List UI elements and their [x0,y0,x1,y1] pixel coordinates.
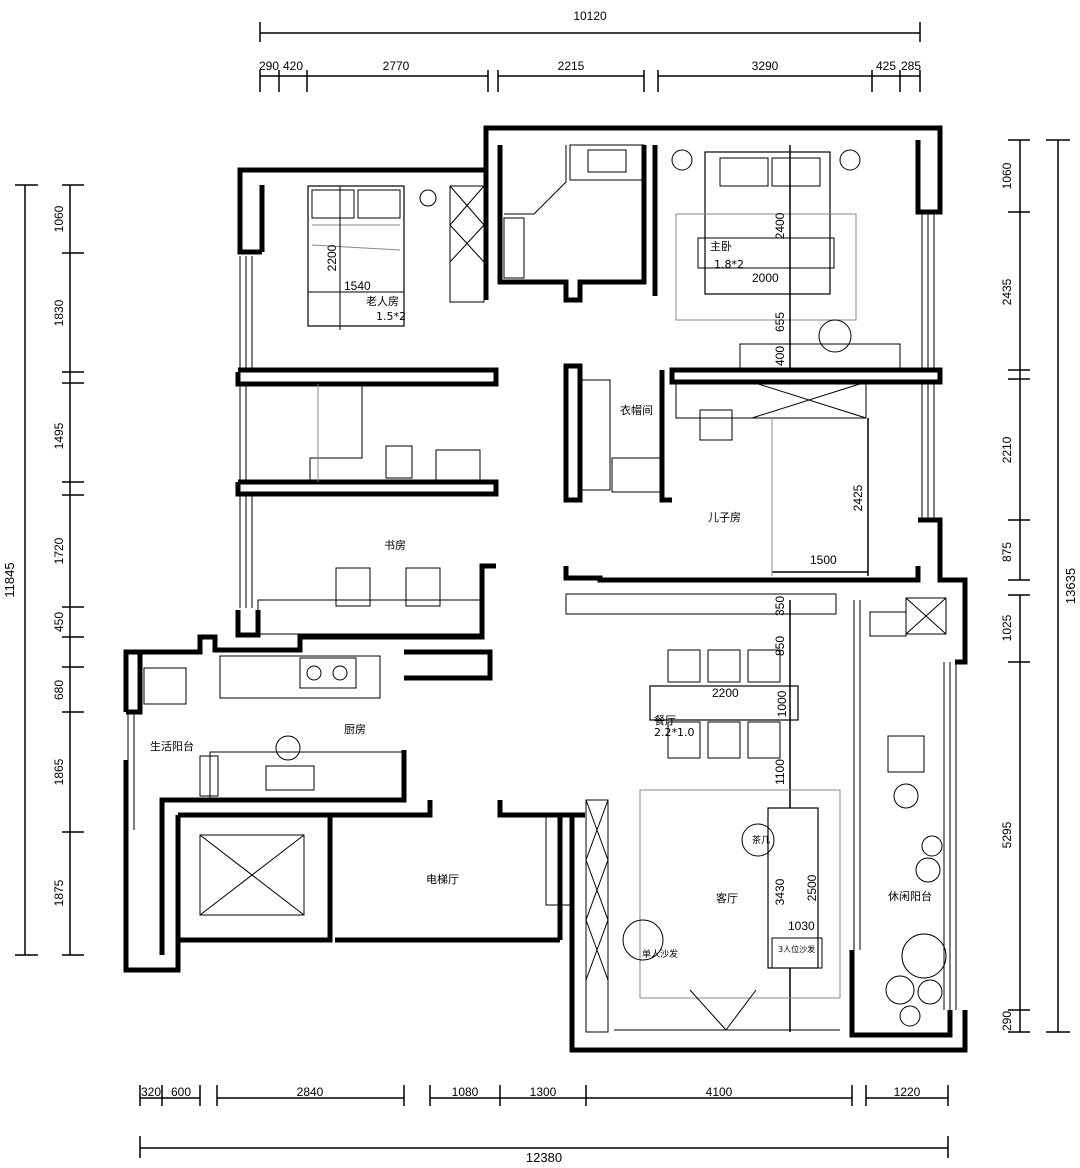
bottom-dim-5: 1300 [530,1085,557,1099]
bottom-dimensions: 320 600 2840 1080 1300 4100 1220 12380 [139,1085,949,1165]
right-dim-5: 1025 [1000,614,1014,641]
elevator-hall-label: 电梯厅 [426,873,459,886]
left-dim-7: 1865 [52,758,66,785]
bottom-dim-1: 320 [141,1085,161,1099]
dim-850: 850 [773,636,787,656]
left-dim-5: 450 [52,612,66,632]
right-dim-3: 2210 [1000,436,1014,463]
top-dim-6: 425 [876,59,896,73]
windows [127,212,957,1010]
top-dim-2: 420 [283,59,303,73]
top-dim-5: 3290 [752,59,779,73]
kitchen-label: 厨房 [344,723,366,736]
elder-bed-size: 1.5*2 [376,310,406,323]
living-label: 客厅 [716,891,738,905]
right-dim-4: 875 [1000,542,1014,562]
elder-bed-length: 2200 [325,244,339,271]
right-dim-1: 1060 [1000,162,1014,189]
master-room-label: 主卧 [710,240,732,253]
top-dim-3: 2770 [383,59,410,73]
elder-room-label: 老人房 [366,295,399,308]
bottom-total-dim: 12380 [526,1150,562,1165]
left-total-dim: 11845 [2,562,17,597]
left-dim-1: 1060 [52,205,66,232]
dining-table [649,685,799,721]
dining-table-size: 2.2*1.0 [654,726,695,739]
dining-depth: 1000 [775,690,789,717]
elder-bed [307,185,405,327]
dim-1100: 1100 [773,759,787,785]
sofa-width: 1030 [788,919,815,933]
left-dim-4: 1720 [52,537,66,564]
left-dim-3: 1495 [52,422,66,449]
son-width: 1500 [810,553,837,567]
master-dim-655: 655 [773,312,787,332]
leisure-balcony-label: 休闲阳台 [888,889,932,903]
room-labels: 老人房 1.5*2 1540 2200 主卧 1.8*2 2000 2400 6… [150,212,932,960]
top-dim-4: 2215 [558,59,585,73]
master-bed-length: 2400 [773,212,787,239]
sofa-length: 2500 [805,874,819,901]
bottom-dim-3: 2840 [297,1085,324,1099]
right-dim-7: 290 [1000,1011,1014,1031]
bottom-dim-6: 4100 [706,1085,733,1099]
top-dim-1: 290 [259,59,279,73]
elder-bed-width: 1540 [344,279,371,293]
son-room-label: 儿子房 [708,511,741,524]
bottom-dim-2: 600 [171,1085,191,1099]
top-total-dim: 10120 [573,9,607,23]
walls [123,125,968,1053]
left-dim-6: 680 [52,680,66,700]
master-dim-400: 400 [773,346,787,366]
fixtures [143,144,947,1033]
dining-width: 2200 [712,686,739,700]
top-dimensions: 10120 290 420 2770 2215 3290 425 285 [259,9,921,92]
closet-label: 衣帽间 [620,403,653,417]
left-dim-2: 1830 [52,299,66,326]
top-dim-7: 285 [901,59,921,73]
dining-chairs [667,649,781,759]
left-dimensions: 11845 1060 1830 1495 1720 450 680 1865 1… [2,184,84,956]
master-bed-size: 1.8*2 [714,258,744,271]
bottom-dim-4: 1080 [452,1085,479,1099]
son-length: 2425 [851,484,865,511]
right-dimensions: 13635 1060 2435 2210 875 1025 5295 290 [1000,139,1078,1033]
right-dim-2: 2435 [1000,278,1014,305]
armchair-label: 单人沙发 [642,948,678,960]
living-depth: 3430 [773,878,787,905]
sofa-label: 3人位沙发 [778,944,815,954]
study-label: 书房 [384,539,406,552]
bottom-dim-7: 1220 [894,1085,921,1099]
dim-350: 350 [773,596,787,616]
right-total-dim: 13635 [1063,568,1078,604]
three-seat-sofa [767,807,819,969]
dining-label: 餐厅 [654,713,676,727]
right-dim-6: 5295 [1000,821,1014,848]
left-dim-8: 1875 [52,879,66,906]
master-bed-width: 2000 [752,271,779,285]
service-balcony-label: 生活阳台 [150,739,194,753]
coffee-table-label: 茶几 [752,834,770,846]
